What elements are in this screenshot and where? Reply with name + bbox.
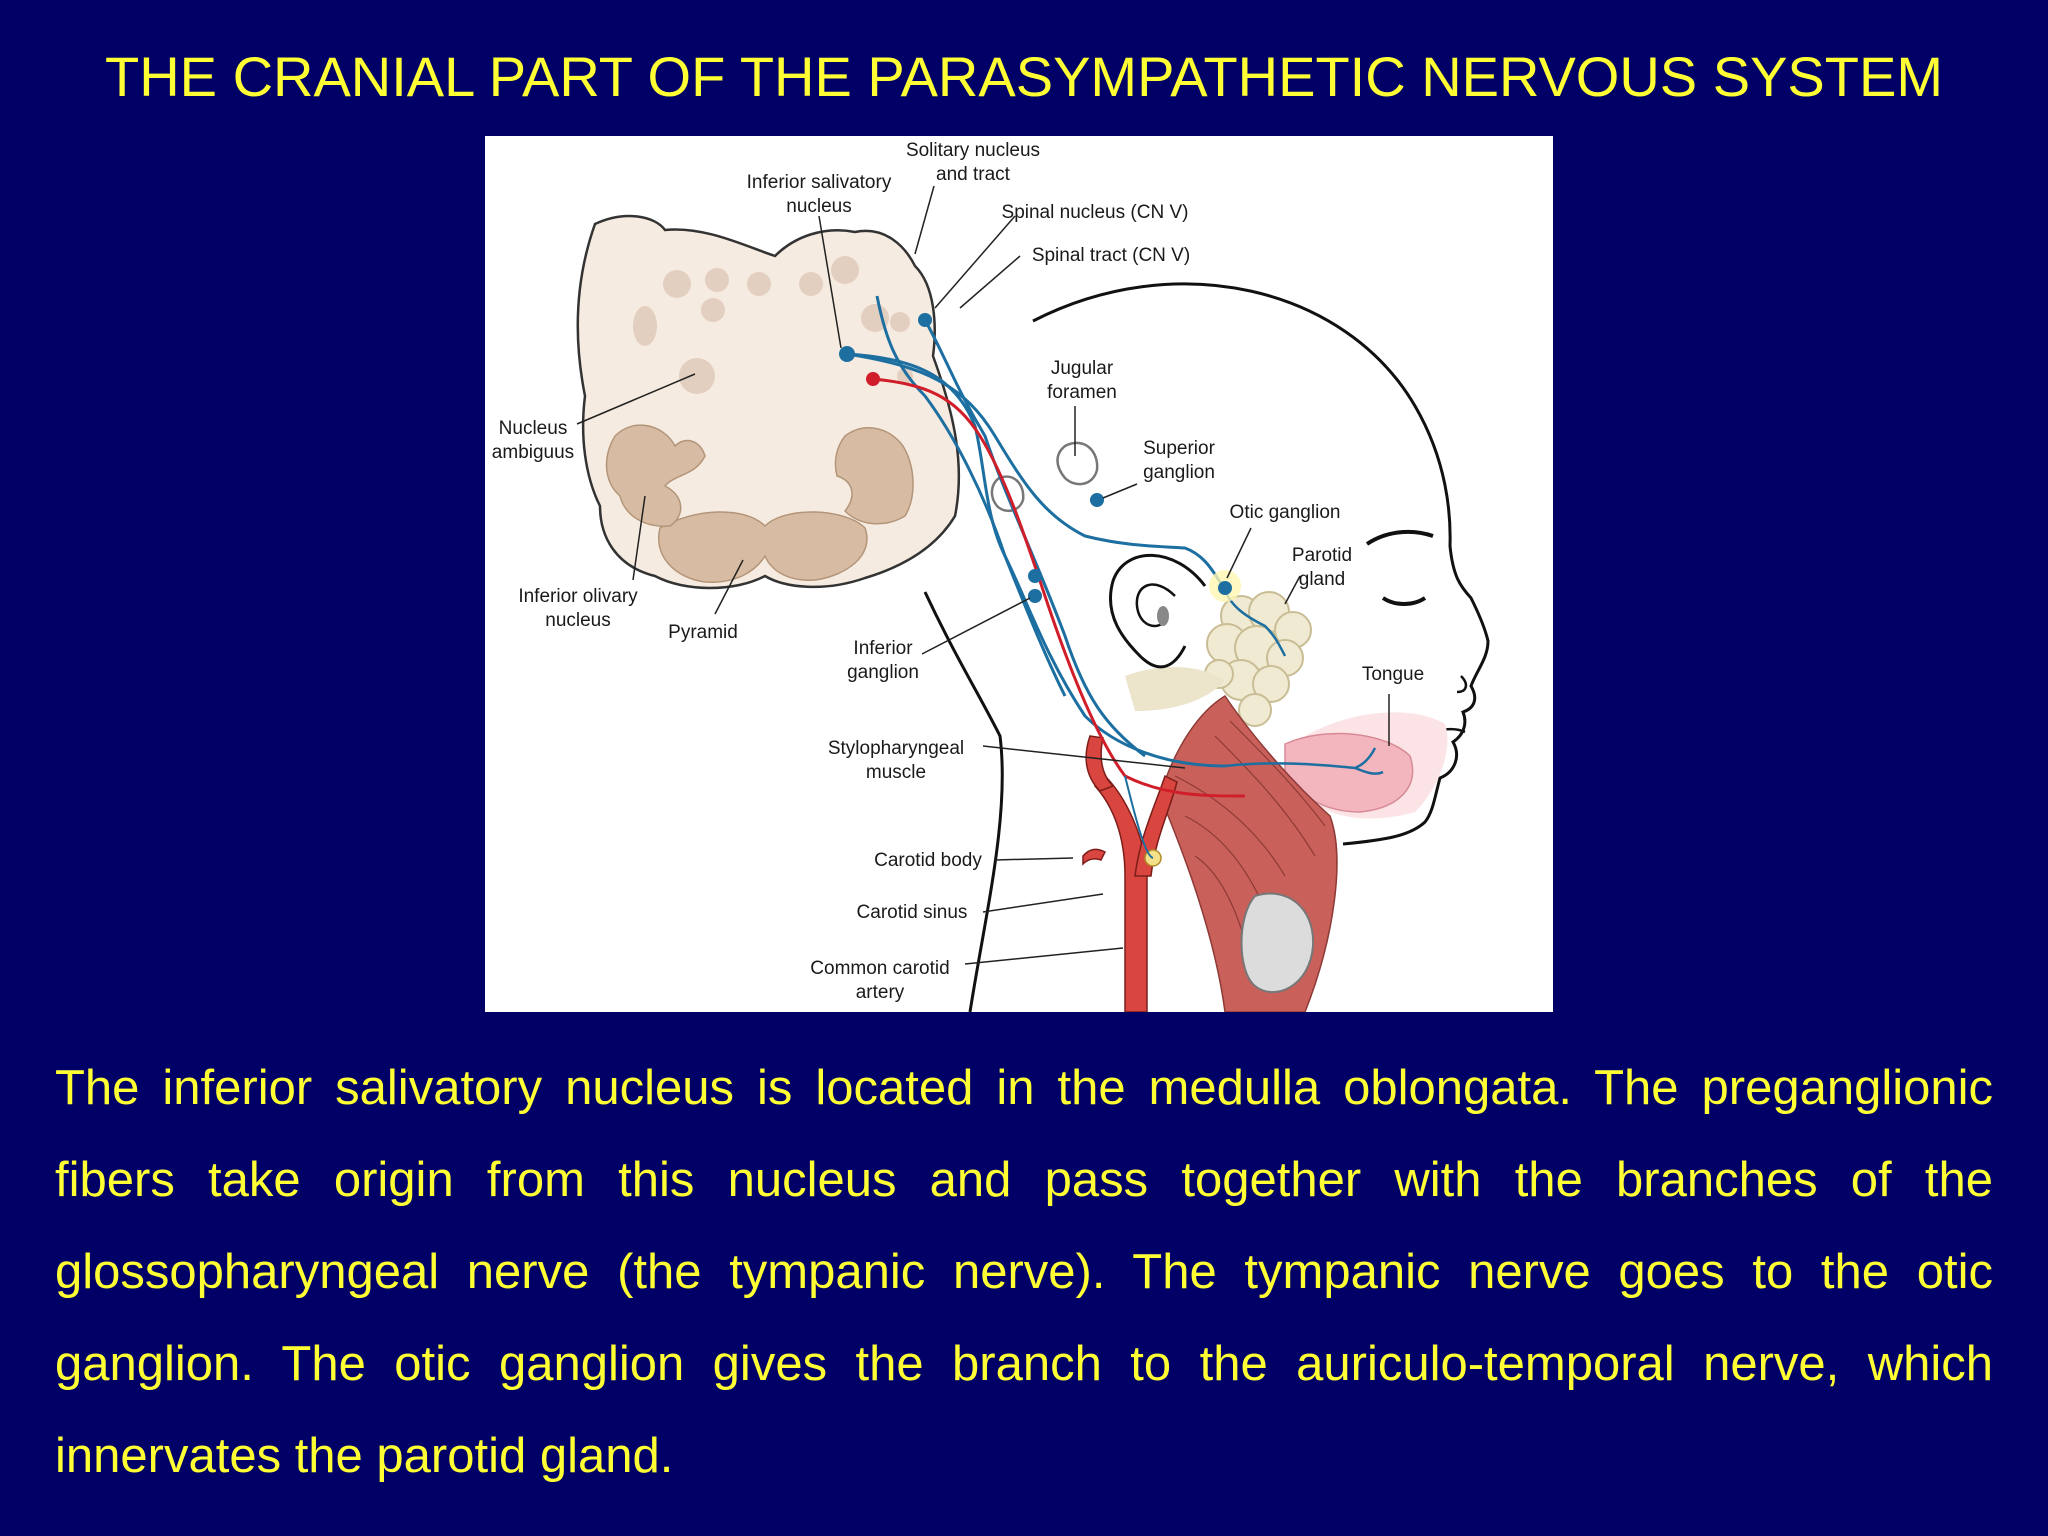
label-otic-ganglion: Otic ganglion — [1230, 502, 1341, 523]
ear-canal — [1157, 606, 1169, 626]
label-solitary-nucleus-2: and tract — [936, 164, 1011, 185]
label-inferior-ganglion-1: Inferior — [853, 638, 913, 659]
slide-body-text: The inferior salivatory nucleus is locat… — [55, 1042, 1993, 1502]
label-stylopharyngeal-muscle-2: muscle — [866, 762, 926, 783]
label-inferior-olivary-nucleus-1: Inferior olivary — [518, 586, 638, 607]
label-carotid-sinus: Carotid sinus — [857, 902, 968, 923]
label-jugular-foramen-1: Jugular — [1051, 358, 1114, 379]
label-nucleus-ambiguus-2: ambiguus — [492, 442, 574, 463]
label-common-carotid-artery-2: artery — [856, 982, 905, 1003]
otic-ganglion-dot — [1218, 581, 1232, 595]
label-inferior-ganglion-2: ganglion — [847, 662, 919, 683]
label-common-carotid-artery-1: Common carotid — [810, 958, 949, 979]
label-solitary-nucleus-1: Solitary nucleus — [906, 140, 1040, 161]
label-inferior-olivary-nucleus-2: nucleus — [545, 610, 611, 631]
cranial-parasympathetic-diagram: Solitary nucleus and tract Inferior sali… — [485, 136, 1553, 1012]
label-inferior-salivatory-nucleus-1: Inferior salivatory — [747, 172, 892, 193]
label-nucleus-ambiguus-1: Nucleus — [499, 418, 568, 439]
slide-title: THE CRANIAL PART OF THE PARASYMPATHETIC … — [0, 44, 2048, 110]
label-spinal-tract: Spinal tract (CN V) — [1032, 245, 1190, 266]
label-jugular-foramen-2: foramen — [1047, 382, 1117, 403]
label-superior-ganglion-2: ganglion — [1143, 462, 1215, 483]
label-pyramid: Pyramid — [668, 622, 738, 643]
label-spinal-nucleus: Spinal nucleus (CN V) — [1002, 202, 1189, 223]
label-carotid-body: Carotid body — [874, 850, 982, 871]
hyoid-larynx — [1242, 893, 1314, 992]
label-inferior-salivatory-nucleus-2: nucleus — [786, 196, 852, 217]
inferior-ganglion-dot-2 — [1028, 589, 1042, 603]
label-parotid-gland-1: Parotid — [1292, 545, 1352, 566]
inferior-ganglion-dot-1 — [1028, 569, 1042, 583]
superior-ganglion-dot — [1090, 493, 1104, 507]
diagram-canvas: Solitary nucleus and tract Inferior sali… — [485, 136, 1553, 1012]
label-stylopharyngeal-muscle-1: Stylopharyngeal — [828, 738, 964, 759]
label-parotid-gland-2: gland — [1299, 569, 1346, 590]
label-superior-ganglion-1: Superior — [1143, 438, 1215, 459]
label-tongue: Tongue — [1362, 664, 1424, 685]
